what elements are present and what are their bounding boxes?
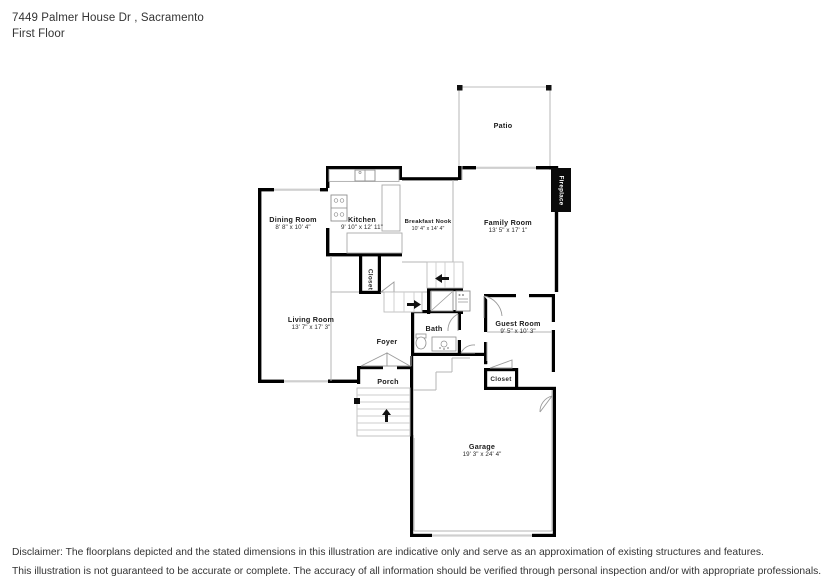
bath-fixtures [415, 333, 457, 352]
kitchen-sink [354, 169, 376, 182]
fireplace [551, 168, 571, 212]
patio-area [457, 85, 552, 170]
bath-vanity [431, 336, 457, 352]
patio-corner-marker-right [546, 85, 552, 91]
stair-corner-marker [354, 398, 360, 404]
floor-label: First Floor [12, 28, 65, 40]
page-footer: Disclaimer: The floorplans depicted and … [12, 543, 822, 581]
patio-corner-marker-left [457, 85, 463, 91]
door-swings [360, 281, 553, 413]
interior-stair-run [383, 261, 464, 313]
laundry-dryer [455, 290, 471, 312]
disclaimer-line-2: This illustration is not guaranteed to b… [12, 566, 822, 577]
staircase [354, 387, 411, 437]
disclaimer-line-1: Disclaimer: The floorplans depicted and … [12, 547, 764, 558]
laundry-fixtures [430, 290, 471, 312]
hall-arrow-left [435, 274, 449, 283]
kitchen-lower-counter [346, 232, 403, 254]
direction-arrows [382, 274, 449, 422]
property-address: 7449 Palmer House Dr , Sacramento [12, 12, 204, 24]
exterior-walls [258, 166, 559, 537]
kitchen-fixtures [328, 168, 403, 254]
hall-arrow-right [407, 300, 421, 309]
stairs-up-arrow [382, 409, 391, 422]
kitchen-island [381, 184, 401, 232]
kitchen-range [330, 194, 348, 222]
bath-toilet [415, 333, 427, 350]
page-header: 7449 Palmer House Dr , Sacramento First … [12, 10, 512, 42]
